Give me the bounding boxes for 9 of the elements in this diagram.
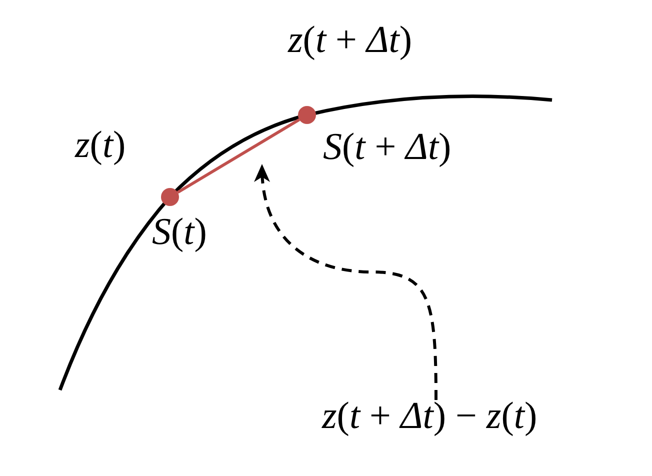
curve-point	[161, 188, 179, 206]
curve-point	[298, 106, 316, 124]
curve-label: z(t)	[75, 125, 126, 167]
point-label: S(t)	[152, 212, 207, 254]
curve-label: z(t + Δt)	[288, 20, 412, 62]
dashed-arrow	[254, 164, 438, 400]
difference-label: z(t + Δt) − z(t)	[322, 396, 538, 438]
point-label: S(t + Δt)	[323, 127, 452, 169]
chord-line	[176, 118, 300, 194]
